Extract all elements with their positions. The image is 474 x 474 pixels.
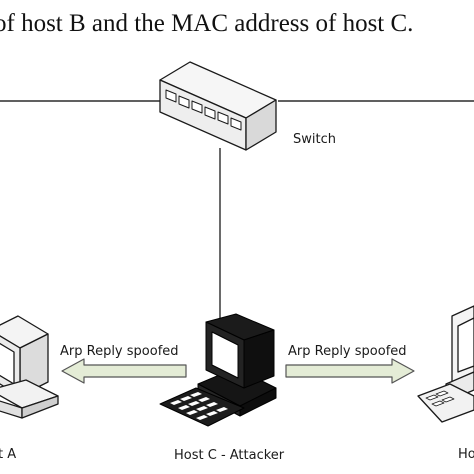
- host-b-label: Ho: [458, 447, 474, 462]
- caption-text: of host B and the MAC address of host C.: [0, 10, 413, 37]
- right-arrow: [285, 358, 415, 384]
- left-arrow: [61, 358, 187, 384]
- host-c-attacker-computer-icon: [159, 313, 277, 427]
- network-cables: [0, 100, 474, 318]
- host-b-computer-icon: [417, 305, 474, 423]
- switch-icon: [159, 61, 277, 151]
- host-a-computer-icon: [0, 315, 59, 419]
- host-a-label: t A: [0, 447, 16, 462]
- switch-label: Switch: [293, 132, 336, 147]
- left-arrow-label: Arp Reply spoofed: [60, 344, 179, 359]
- host-c-label: Host C - Attacker: [174, 448, 285, 463]
- right-arrow-label: Arp Reply spoofed: [288, 344, 407, 359]
